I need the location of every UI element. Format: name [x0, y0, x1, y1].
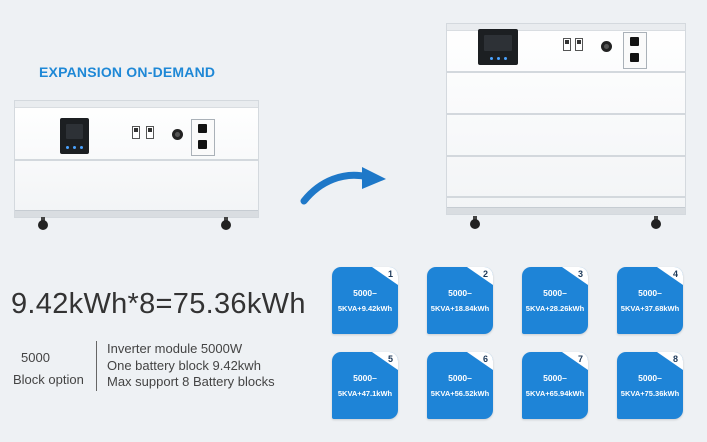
tile-power: 5000–	[543, 288, 567, 298]
power-knob-icon	[601, 41, 612, 52]
caster-wheel-icon	[651, 216, 661, 229]
inverter-display-icon	[478, 29, 518, 65]
expansion-headline: EXPANSION ON-DEMAND	[39, 64, 216, 80]
module-divider	[15, 159, 258, 161]
outlet-panel-icon	[191, 119, 215, 156]
expanded-stack-cabinet-image	[446, 23, 686, 215]
caster-wheel-icon	[470, 216, 480, 229]
tile-power: 5000–	[448, 373, 472, 383]
module-divider	[447, 71, 685, 73]
inverter-display-icon	[60, 118, 89, 154]
tile-capacity: 5KVA+9.42kWh	[337, 304, 393, 313]
block-option-label: Block option	[13, 372, 84, 387]
cabinet-base	[447, 207, 685, 214]
tile-power: 5000–	[353, 288, 377, 298]
tile-power: 5000–	[543, 373, 567, 383]
spec-line: Max support 8 Battery blocks	[107, 374, 275, 389]
block-option-number: 5000	[21, 350, 50, 365]
spec-line: Inverter module 5000W	[107, 341, 243, 356]
cabinet-top-strip	[15, 101, 258, 108]
tile-power: 5000–	[353, 373, 377, 383]
single-block-cabinet-image	[14, 100, 259, 218]
breaker-switch-icon	[563, 38, 571, 51]
spec-list: Inverter module 5000W One battery block …	[107, 341, 275, 391]
config-tile: 8 5000– 5KVA+75.36kWh	[617, 352, 683, 419]
config-tile: 3 5000– 5KVA+28.26kWh	[522, 267, 588, 334]
module-divider	[447, 196, 685, 198]
tile-capacity: 5KVA+75.36kWh	[620, 389, 680, 398]
tile-power: 5000–	[448, 288, 472, 298]
tile-power: 5000–	[638, 373, 662, 383]
tile-number: 5	[387, 354, 393, 364]
tile-number: 8	[672, 354, 678, 364]
tile-number: 7	[577, 354, 583, 364]
cabinet-base	[15, 210, 258, 217]
tile-number: 2	[482, 269, 488, 279]
spec-line: One battery block 9.42kwh	[107, 357, 261, 373]
config-tile: 2 5000– 5KVA+18.84kWh	[427, 267, 493, 334]
tile-number: 6	[482, 354, 488, 364]
tile-capacity: 5KVA+47.1kWh	[337, 389, 393, 398]
config-tile: 6 5000– 5KVA+56.52kWh	[427, 352, 493, 419]
tile-capacity: 5KVA+65.94kWh	[525, 389, 585, 398]
breaker-switch-icon	[132, 126, 140, 139]
tile-power: 5000–	[638, 288, 662, 298]
outlet-panel-icon	[623, 32, 647, 69]
tile-number: 4	[672, 269, 678, 279]
spec-divider	[96, 341, 97, 391]
tile-number: 3	[577, 269, 583, 279]
config-tile: 5 5000– 5KVA+47.1kWh	[332, 352, 398, 419]
tile-capacity: 5KVA+37.68kWh	[620, 304, 680, 313]
tile-capacity: 5KVA+56.52kWh	[430, 389, 490, 398]
cabinet-top-strip	[447, 24, 685, 31]
capacity-formula: 9.42kWh*8=75.36kWh	[11, 288, 306, 320]
config-tile: 4 5000– 5KVA+37.68kWh	[617, 267, 683, 334]
expansion-arrow-icon	[300, 167, 386, 205]
module-divider	[447, 155, 685, 157]
config-tile: 1 5000– 5KVA+9.42kWh	[332, 267, 398, 334]
tile-capacity: 5KVA+18.84kWh	[430, 304, 490, 313]
caster-wheel-icon	[221, 217, 231, 230]
tile-capacity: 5KVA+28.26kWh	[525, 304, 585, 313]
power-knob-icon	[172, 129, 183, 140]
module-divider	[447, 113, 685, 115]
caster-wheel-icon	[38, 217, 48, 230]
tile-number: 1	[387, 269, 393, 279]
config-tile: 7 5000– 5KVA+65.94kWh	[522, 352, 588, 419]
breaker-switch-icon	[575, 38, 583, 51]
breaker-switch-icon	[146, 126, 154, 139]
